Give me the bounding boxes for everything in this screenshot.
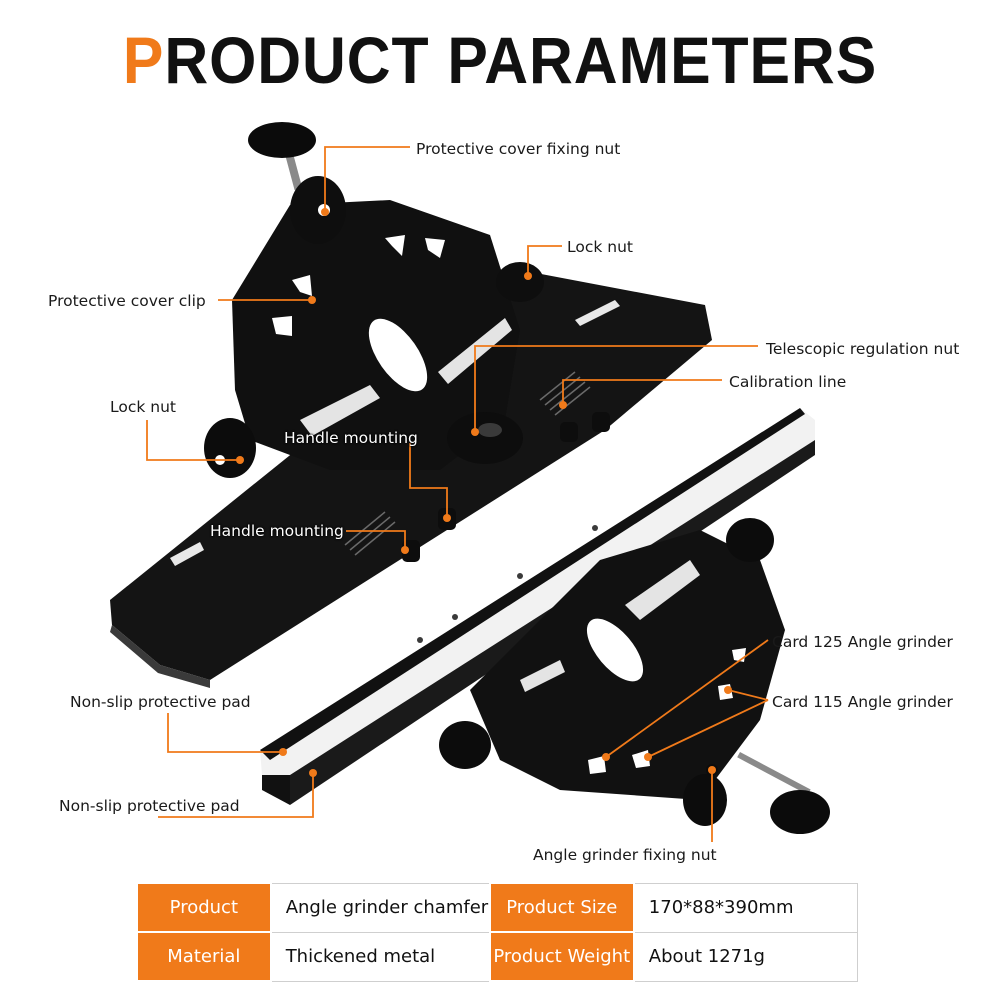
spec-product-label: Product	[136, 882, 272, 933]
label-handle-mounting-1: Handle mounting	[284, 429, 418, 447]
label-lock-nut-right: Lock nut	[567, 238, 633, 256]
spec-row-2: Material Thickened metal Product Weight …	[136, 931, 858, 982]
label-handle-mounting-2: Handle mounting	[210, 522, 344, 540]
callout-lines	[146, 146, 769, 842]
upper-base-edge	[110, 625, 210, 688]
title-rest: RODUCT PARAMETERS	[164, 23, 878, 97]
spec-product-value: Angle grinder chamfer	[270, 882, 491, 933]
spec-material-value: Thickened metal	[270, 931, 491, 982]
label-non-slip-pad-2: Non-slip protective pad	[59, 797, 240, 815]
callout-dots	[236, 208, 732, 777]
label-calibration-line: Calibration line	[729, 373, 847, 391]
label-protective-cover-fixing-nut: Protective cover fixing nut	[416, 140, 621, 158]
spec-material-label: Material	[136, 931, 272, 982]
spec-size-label: Product Size	[488, 882, 635, 933]
label-protective-cover-clip: Protective cover clip	[48, 292, 206, 310]
label-card-125: Card 125 Angle grinder	[772, 633, 953, 651]
spec-row-1: Product Angle grinder chamfer Product Si…	[136, 882, 858, 933]
spec-size-value: 170*88*390mm	[633, 882, 858, 933]
label-angle-grinder-fixing-nut: Angle grinder fixing nut	[533, 846, 717, 864]
upper-base-plate	[110, 270, 712, 680]
title-first-letter: P	[122, 23, 165, 97]
label-lock-nut-left: Lock nut	[110, 398, 176, 416]
label-non-slip-pad-1: Non-slip protective pad	[70, 693, 251, 711]
label-card-115: Card 115 Angle grinder	[772, 693, 953, 711]
label-telescopic-regulation-nut: Telescopic regulation nut	[766, 340, 960, 358]
spec-weight-value: About 1271g	[633, 931, 858, 982]
lower-jig	[439, 518, 830, 834]
upper-jig	[110, 122, 712, 688]
page-title: PRODUCT PARAMETERS	[40, 22, 960, 98]
spec-weight-label: Product Weight	[488, 931, 635, 982]
spec-table: Product Angle grinder chamfer Product Si…	[136, 882, 858, 982]
